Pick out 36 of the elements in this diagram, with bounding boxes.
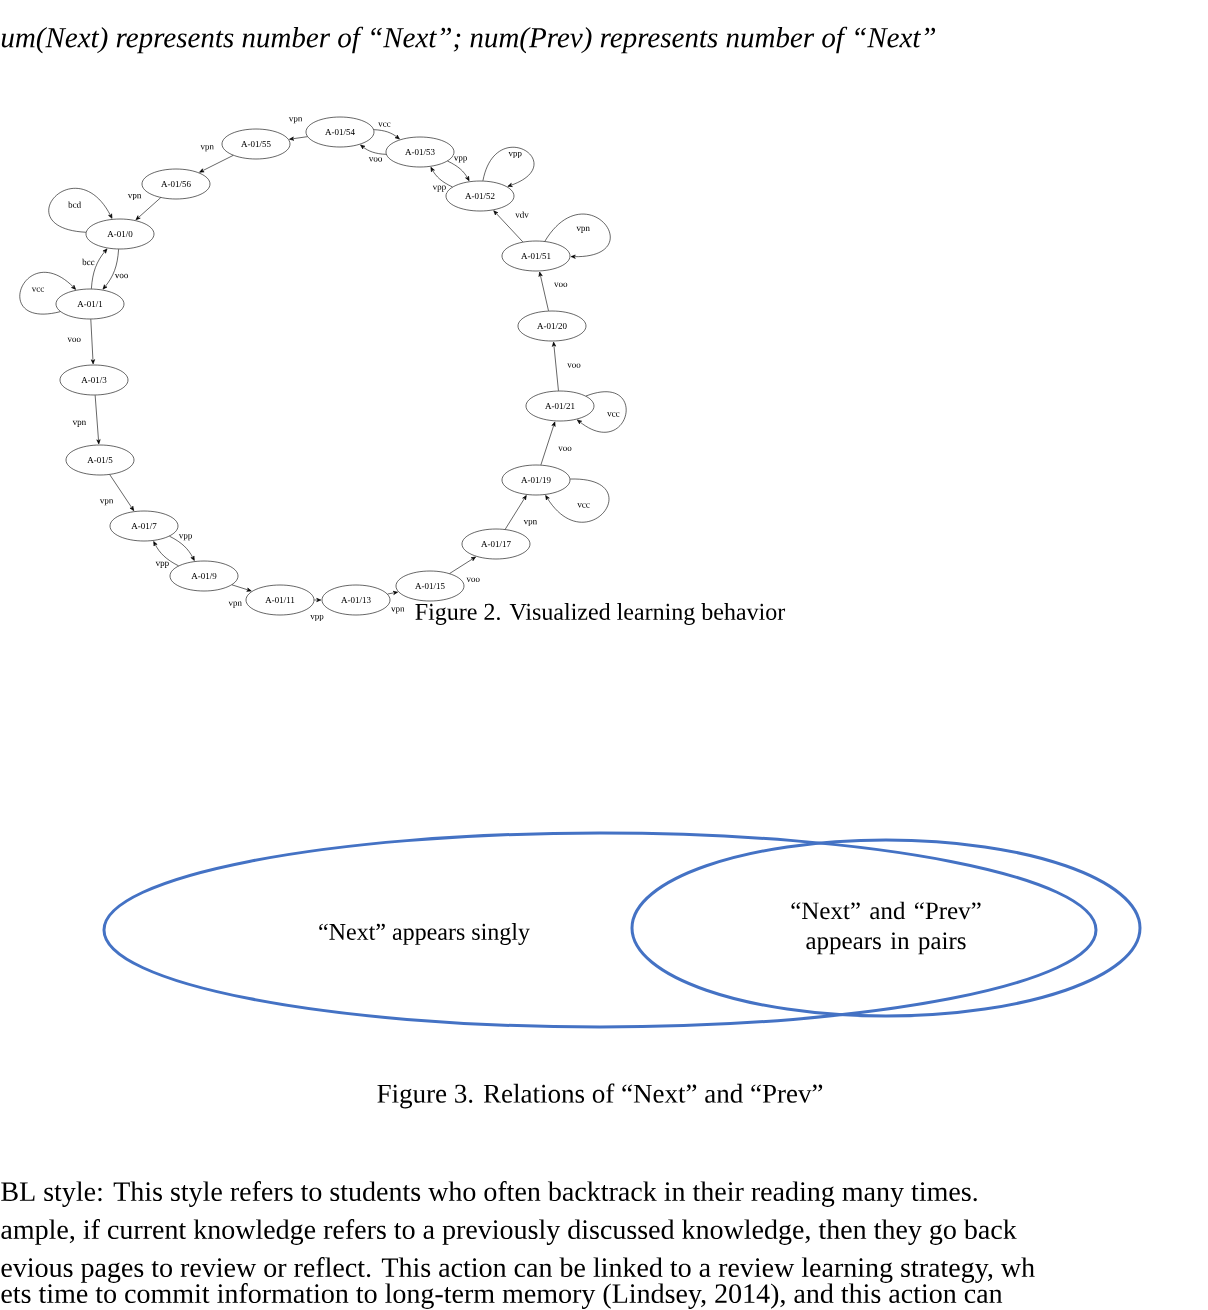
arrow xyxy=(102,249,119,290)
figure-caption: Figure 2. Visualized learning behavior xyxy=(415,603,786,625)
arrow xyxy=(482,147,535,187)
arrow xyxy=(199,155,234,173)
arrow xyxy=(109,474,135,511)
arrow xyxy=(430,167,453,188)
paragraph-line: ets time to commit information to long-term memory (Lindsey, 2014), and this action can xyxy=(1,1283,1003,1309)
arrow xyxy=(544,214,611,259)
paragraph-line: evious pages to review or reflect. This action can be linked to a review learning strategy, wh xyxy=(1,1257,1035,1283)
arrow xyxy=(94,395,101,445)
arrow xyxy=(577,391,627,433)
arrow xyxy=(387,590,398,595)
arrow xyxy=(538,271,549,312)
arrow xyxy=(552,341,559,392)
arrow xyxy=(314,598,322,602)
arrow xyxy=(135,197,161,221)
paragraph-line: ample, if current knowledge refers to a previously discussed knowledge, then they go back xyxy=(1,1219,1017,1245)
arrow xyxy=(90,319,95,365)
arrow xyxy=(360,144,387,155)
arrow xyxy=(540,421,556,466)
arrow xyxy=(449,556,476,574)
arrow xyxy=(231,584,252,592)
formula-text: um(Next) represents number of “Next”; num(Prev) represents number of “Next” xyxy=(1,26,936,54)
arrow xyxy=(493,210,524,243)
arrow xyxy=(504,495,527,530)
arrow xyxy=(373,129,400,140)
paragraph-line: BL style: This style refers to students who often backtrack in their reading many times. xyxy=(1,1181,977,1207)
arrow xyxy=(289,136,308,141)
arrow xyxy=(545,478,610,523)
arrow xyxy=(91,248,108,290)
arrow xyxy=(447,160,470,182)
arrow xyxy=(153,541,179,567)
arrow xyxy=(169,535,195,561)
arrow xyxy=(48,188,113,233)
arrow xyxy=(19,272,76,315)
figure-caption: Figure 3. Relations of “Next” and “Prev” xyxy=(377,1083,823,1109)
